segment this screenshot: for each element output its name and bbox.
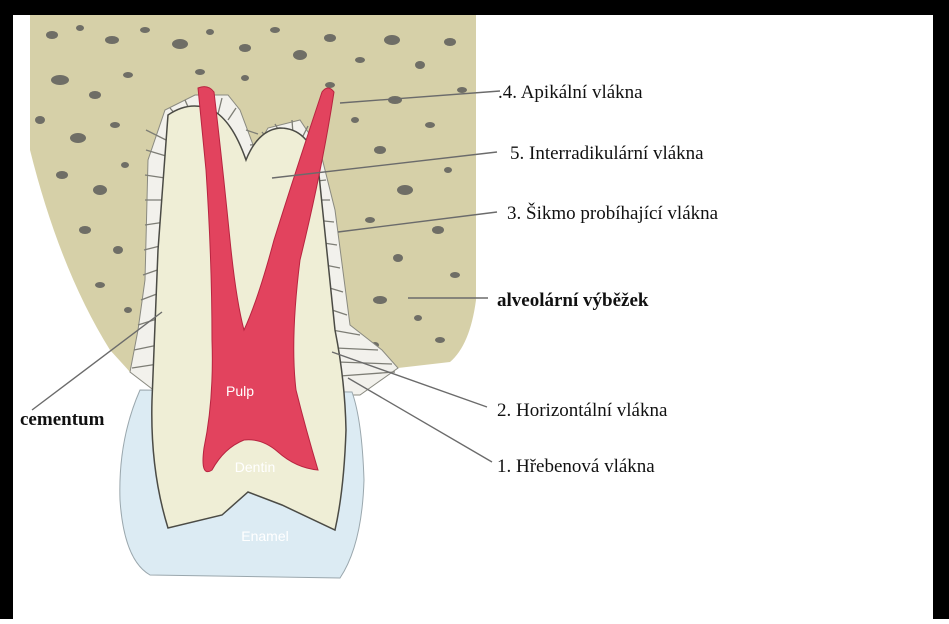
label-oblique: 3. Šikmo probíhající vlákna [507,202,719,224]
enamel-label: Enamel [241,528,288,544]
frame-right [933,0,949,619]
dentin-label: Dentin [235,459,275,475]
label-alveolar: alveolární výběžek [497,290,649,311]
label-interradicular: 5. Interradikulární vlákna [510,143,704,164]
pulp-label: Pulp [226,383,254,399]
label-horizontal: 2. Horizontální vlákna [497,400,668,421]
frame-top [0,0,949,15]
label-crest: 1. Hřebenová vlákna [497,456,655,477]
label-apical: .4. Apikální vlákna [498,82,643,103]
label-cementum: cementum [20,409,105,430]
frame-left [0,0,13,619]
